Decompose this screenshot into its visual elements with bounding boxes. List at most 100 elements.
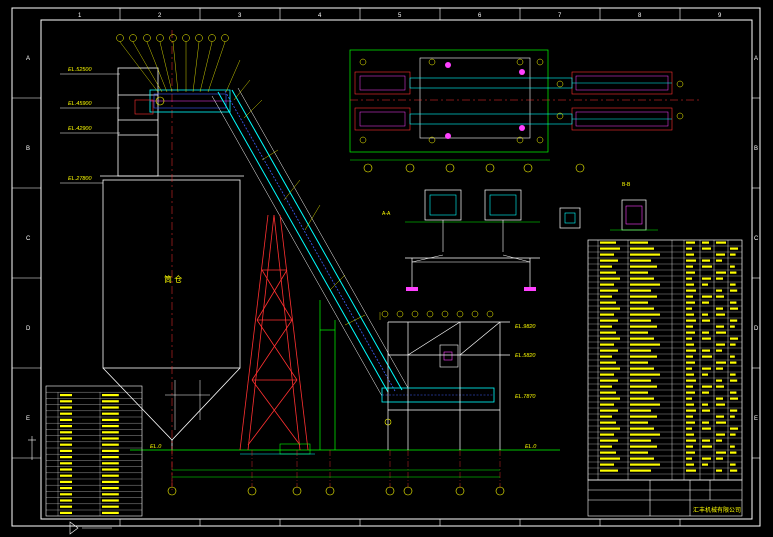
section-bb-label: B-B [622, 182, 631, 188]
plan-view-marks [445, 62, 525, 139]
table-cell-mark [716, 253, 725, 256]
table-cell-mark [730, 361, 737, 364]
table-cell-mark [702, 367, 711, 370]
table-cell-mark [686, 259, 696, 262]
silo-building [100, 67, 244, 450]
table-cell-mark [60, 474, 72, 477]
drawing-frame [11, 7, 761, 527]
table-cell-mark [730, 253, 736, 256]
table-cell-mark [600, 373, 614, 376]
table-cell-mark [730, 397, 738, 400]
table-cell-mark [600, 457, 620, 460]
table-cell-mark [686, 295, 693, 298]
table-cell-mark [686, 247, 692, 250]
table-cell-mark [630, 409, 651, 412]
table-cell-mark [600, 271, 616, 274]
scale-symbol [28, 436, 112, 535]
table-cell-mark [730, 337, 738, 340]
table-cell-mark [60, 406, 72, 409]
table-cell-mark [702, 247, 711, 250]
table-cell-mark [102, 449, 119, 452]
table-cell-mark [702, 295, 712, 298]
table-cell-mark [702, 337, 711, 340]
plan-axis-bubbles [363, 163, 585, 173]
spec-table [45, 385, 143, 517]
table-cell-mark [686, 427, 692, 430]
border-number: 9 [718, 13, 722, 19]
table-cell-mark [702, 373, 708, 376]
table-cell-mark [702, 355, 712, 358]
table-cell-mark [730, 265, 735, 268]
table-cell-mark [630, 313, 660, 316]
table-cell-mark [730, 379, 738, 382]
table-cell-mark [716, 433, 725, 436]
table-cell-mark [630, 421, 648, 424]
table-cell-mark [60, 431, 72, 434]
table-cell-mark [102, 487, 119, 490]
border-letters: A B C D E A B C D E 1 2 3 4 5 6 7 8 9 [26, 13, 759, 422]
table-cell-mark [716, 415, 724, 418]
border-letter: D [26, 326, 31, 332]
table-cell-mark [730, 433, 736, 436]
border-letter: A [26, 56, 30, 62]
table-cell-mark [686, 301, 695, 304]
table-cell-mark [730, 325, 735, 328]
border-letter: D [754, 326, 759, 332]
callout-leaders [119, 41, 381, 326]
title-block [587, 479, 743, 517]
table-cell-mark [730, 283, 736, 286]
table-cell-mark [716, 385, 724, 388]
table-cell-mark [630, 379, 651, 382]
table-cell-mark [686, 349, 696, 352]
table-cell-mark [730, 451, 737, 454]
table-cell-mark [730, 415, 735, 418]
table-cell-mark [600, 379, 618, 382]
table-cell-mark [702, 457, 711, 460]
table-cell-mark [102, 425, 119, 428]
table-cell-mark [686, 331, 695, 334]
table-cell-mark [600, 349, 618, 352]
table-cell-mark [600, 415, 612, 418]
table-cell-mark [60, 499, 72, 502]
table-cell-mark [60, 394, 72, 397]
section-bb-view [559, 199, 658, 231]
table-cell-mark [686, 265, 693, 268]
table-cell-mark [600, 385, 612, 388]
plan-view [349, 49, 700, 161]
table-cell-mark [630, 355, 657, 358]
table-cell-mark [102, 431, 119, 434]
table-cell-mark [102, 462, 119, 465]
table-cell-mark [686, 463, 694, 466]
table-cell-mark [600, 343, 614, 346]
axis-bubbles [167, 486, 505, 496]
border-number: 6 [478, 13, 482, 19]
table-cell-mark [600, 355, 612, 358]
table-cell-mark [716, 457, 723, 460]
table-cell-mark [102, 480, 119, 483]
table-cell-mark [102, 511, 119, 514]
table-cell-mark [102, 474, 119, 477]
table-cell-mark [630, 259, 651, 262]
table-cell-mark [702, 301, 709, 304]
table-cell-mark [630, 445, 657, 448]
table-cell-mark [600, 307, 620, 310]
table-cell-mark [702, 421, 709, 424]
table-cell-mark [600, 301, 616, 304]
table-cell-mark [686, 307, 692, 310]
elevation-label: EL.0 [150, 444, 162, 450]
table-cell-mark [600, 313, 614, 316]
table-cell-mark [702, 259, 710, 262]
table-cell-mark [730, 247, 738, 250]
table-cell-mark [702, 241, 709, 244]
table-cell-mark [630, 367, 654, 370]
border-number: 7 [558, 13, 562, 19]
table-cell-mark [702, 403, 708, 406]
table-cell-mark [686, 313, 694, 316]
table-cell-mark [600, 253, 614, 256]
table-cell-mark [716, 259, 722, 262]
table-cell-mark [730, 469, 738, 472]
table-cell-mark [686, 253, 694, 256]
table-cell-mark [630, 427, 654, 430]
axis-dimension-line [172, 469, 500, 478]
table-cell-mark [60, 449, 72, 452]
